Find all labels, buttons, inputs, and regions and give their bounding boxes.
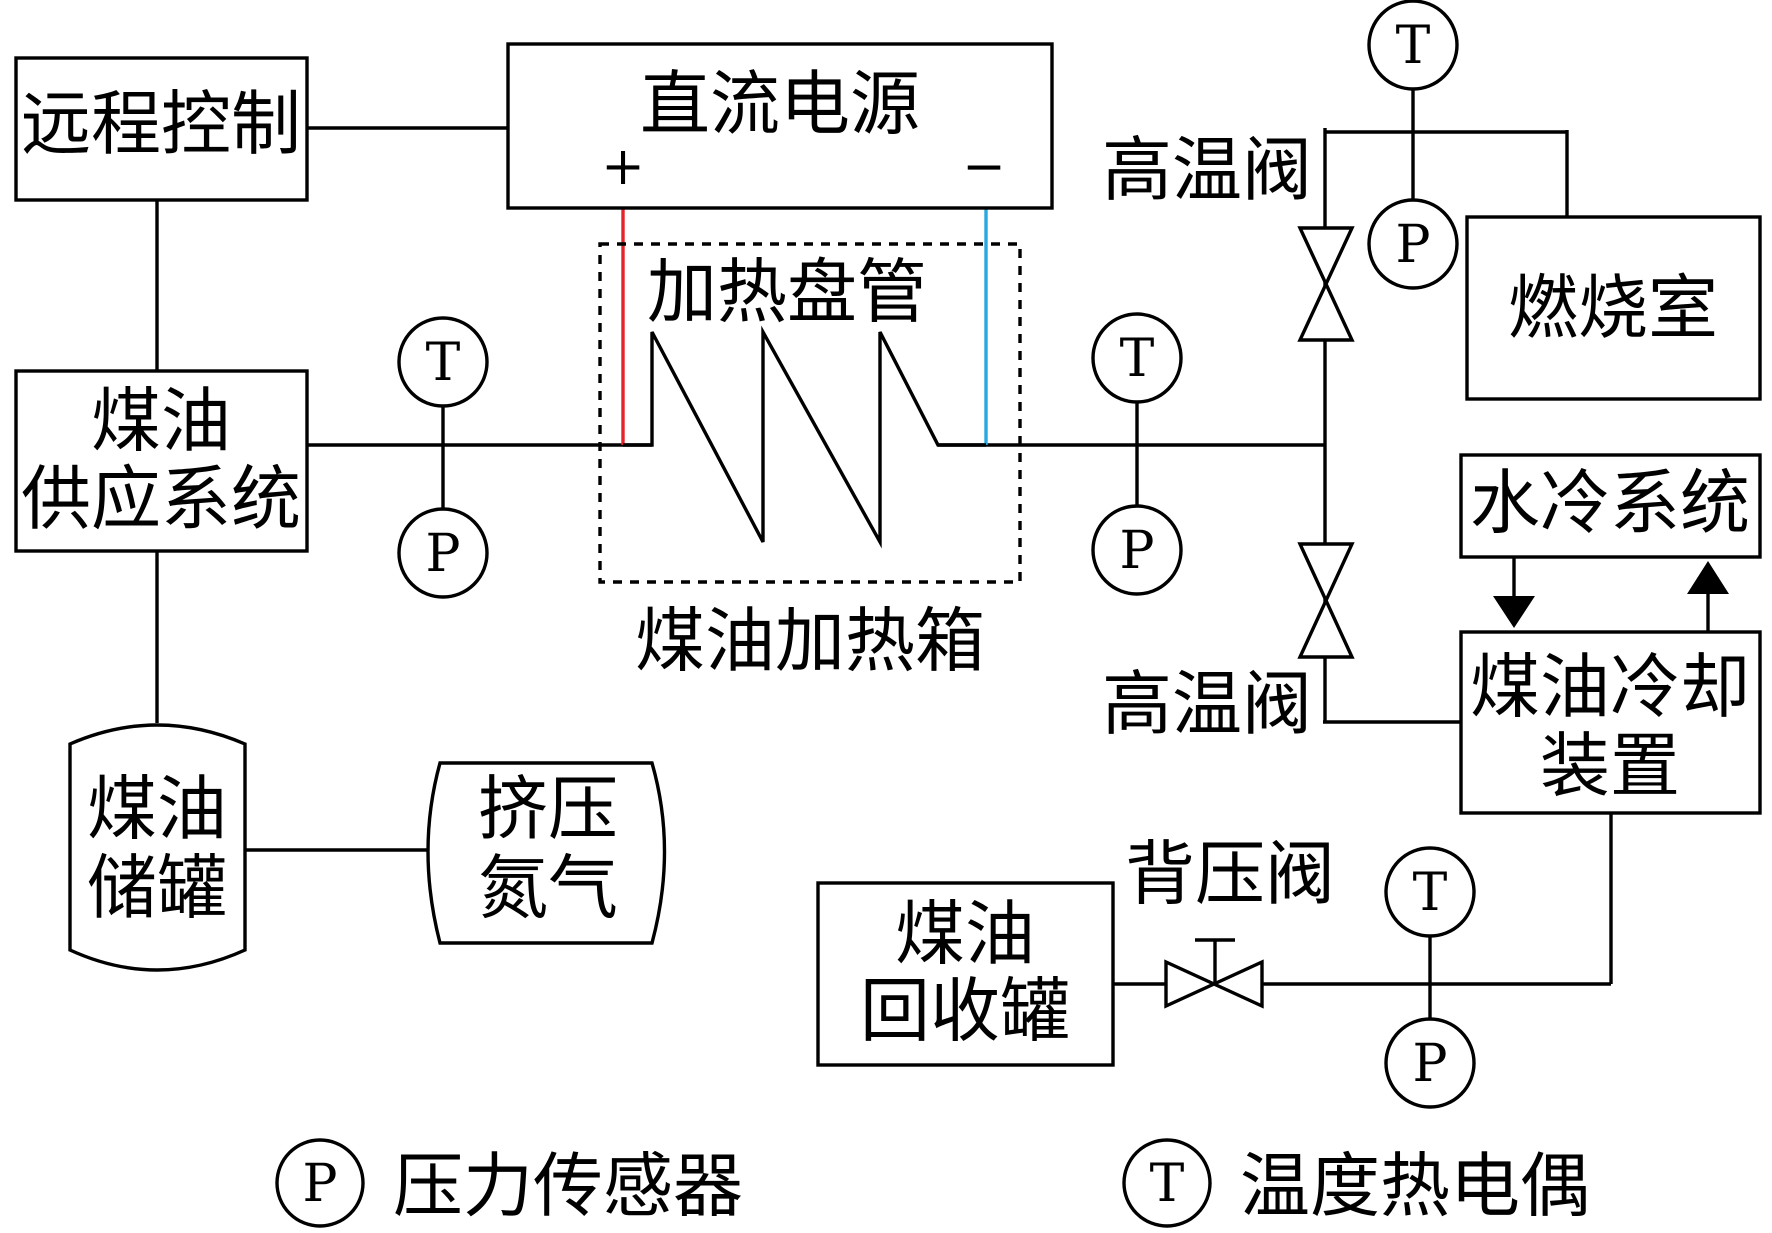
svg-text:P: P — [1120, 521, 1155, 581]
legend-temperature: T 温度热电偶 — [1122, 1138, 1590, 1228]
kerosene-supply-box — [14, 369, 309, 553]
nitrogen-shape — [426, 761, 667, 945]
kerosene-tank-label-1: 煤油 — [87, 768, 227, 850]
heating-box-outline — [598, 242, 1022, 584]
recovery-tank-box — [816, 881, 1115, 1067]
recovery-tank-label-1: 煤油 — [895, 893, 1035, 975]
legend-temperature-symbol — [1122, 1138, 1212, 1228]
kerosene-tank-shape — [68, 723, 247, 972]
legend-pressure-label: 压力传感器 — [393, 1145, 743, 1227]
negative-terminal-label: − — [962, 137, 1006, 197]
high-temp-valve-bottom-label: 高温阀 — [1102, 663, 1312, 745]
svg-text:T: T — [426, 333, 461, 393]
dc-power-label: 直流电源 — [640, 63, 920, 145]
arrow-up-icon — [1687, 561, 1729, 594]
pressure-sensor-return: P — [1384, 1017, 1476, 1109]
kerosene-tank-label-2: 储罐 — [87, 847, 227, 929]
back-pressure-valve — [1164, 959, 1264, 1009]
svg-text:T: T — [1150, 1154, 1185, 1214]
recovery-tank-label-2: 回收罐 — [860, 970, 1070, 1052]
kerosene-supply-label-2: 供应系统 — [21, 458, 301, 540]
temperature-sensor-combustor: T — [1367, 0, 1459, 91]
legend-pressure-symbol — [275, 1138, 365, 1228]
combustor-label: 燃烧室 — [1508, 267, 1718, 349]
pressure-sensor-supply: P — [397, 507, 489, 599]
temperature-sensor-return: T — [1384, 846, 1476, 938]
water-cooling-label: 水冷系统 — [1470, 462, 1750, 544]
kerosene-cooler-label-2: 装置 — [1540, 725, 1680, 807]
nitrogen-label-2: 氮气 — [478, 847, 618, 929]
high-temp-valve-bottom — [1297, 542, 1355, 659]
kerosene-cooler-label-1: 煤油冷却 — [1470, 646, 1750, 728]
legend-pressure: P 压力传感器 — [275, 1138, 743, 1228]
kerosene-supply-label-1: 煤油 — [91, 380, 231, 462]
pressure-sensor-combustor: P — [1367, 198, 1459, 290]
high-temp-valve-top — [1297, 226, 1355, 342]
remote-control-label: 远程控制 — [21, 83, 301, 165]
remote-control-box — [14, 56, 309, 202]
positive-terminal-label: + — [601, 137, 645, 197]
legend-temperature-label: 温度热电偶 — [1240, 1145, 1590, 1227]
svg-text:P: P — [426, 524, 461, 584]
dc-power-box — [506, 42, 1054, 210]
heating-box-label: 煤油加热箱 — [635, 600, 985, 682]
heating-coil-label: 加热盘管 — [647, 251, 927, 333]
back-pressure-valve-label: 背压阀 — [1125, 833, 1335, 915]
svg-text:T: T — [1413, 863, 1448, 923]
water-cooling-box — [1459, 453, 1762, 559]
svg-text:T: T — [1396, 16, 1431, 76]
svg-text:P: P — [1413, 1034, 1448, 1094]
heating-coil — [623, 325, 986, 549]
temperature-sensor-outlet: T — [1091, 312, 1183, 404]
arrow-down-icon — [1493, 596, 1535, 628]
pressure-sensor-outlet: P — [1091, 504, 1183, 596]
svg-text:P: P — [303, 1154, 338, 1214]
combustor-box — [1465, 215, 1762, 401]
kerosene-cooler-box — [1459, 630, 1762, 815]
temperature-sensor-supply: T — [397, 316, 489, 408]
nitrogen-label-1: 挤压 — [478, 768, 618, 850]
high-temp-valve-top-label: 高温阀 — [1102, 129, 1312, 211]
svg-text:P: P — [1396, 215, 1431, 275]
svg-text:T: T — [1120, 329, 1155, 389]
